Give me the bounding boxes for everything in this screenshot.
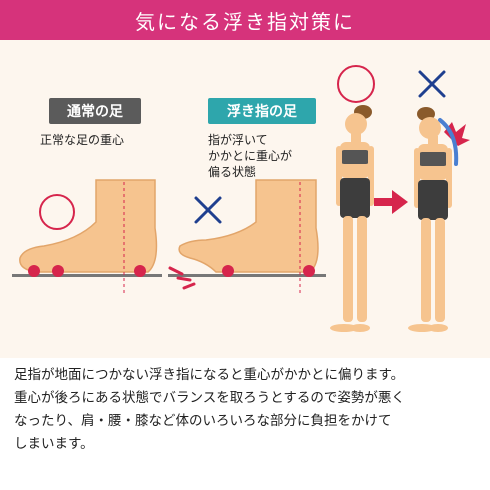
floating-toe-illustration	[168, 179, 326, 296]
floor-line	[168, 274, 326, 277]
floating-toe-description-line: 指が浮いて	[208, 133, 268, 147]
explanation-line: しまいます。	[14, 436, 94, 452]
illustration-panel	[0, 40, 490, 358]
normal-foot-description: 正常な足の重心	[40, 133, 125, 147]
strain-curve	[438, 118, 459, 166]
normal-foot-label: 通常の足	[49, 98, 141, 124]
circle-mark-icon	[39, 194, 75, 230]
explanation-line: 足指が地面につかない浮き指になると重心がかかとに偏ります。	[14, 367, 405, 383]
pressure-point	[52, 265, 64, 277]
floating-toe-label: 浮き指の足	[208, 98, 316, 124]
foot	[330, 324, 358, 332]
header-banner: 気になる浮き指対策に	[0, 0, 490, 40]
head	[419, 117, 441, 139]
foot	[350, 324, 370, 332]
normal-foot-shape	[19, 179, 158, 273]
leg	[435, 218, 445, 322]
floating-toe-description-line: かかとに重心が	[208, 149, 293, 163]
floating-toe-strain-icon	[168, 266, 196, 290]
bad-posture-figure	[408, 70, 470, 332]
explanation-line: なったり、肩・腰・膝など体のいろいろな部分に負担をかけて	[14, 413, 392, 429]
pressure-point	[134, 265, 146, 277]
pressure-point	[222, 265, 234, 277]
good-posture-figure	[330, 65, 375, 332]
floating-foot-shape	[178, 179, 319, 273]
circle-mark-icon	[337, 65, 375, 103]
leg	[343, 216, 353, 322]
leg	[421, 218, 431, 322]
leg	[357, 216, 367, 322]
head	[345, 113, 367, 135]
foot	[428, 324, 448, 332]
pressure-point	[28, 265, 40, 277]
sports-top	[341, 150, 369, 164]
shorts	[418, 180, 448, 220]
pain-spark-icon	[444, 122, 470, 146]
cross-mark-icon	[194, 196, 222, 224]
pressure-point	[303, 265, 315, 277]
right-arrow-icon	[374, 190, 408, 214]
floor-line	[12, 274, 162, 277]
page-title: 気になる浮き指対策に	[135, 9, 355, 34]
cross-mark-icon	[418, 70, 446, 98]
explanation-line: 重心が後ろにある状態でバランスを取ろうとするので姿勢が悪く	[14, 390, 405, 406]
sports-top	[419, 152, 447, 166]
shorts	[340, 178, 370, 218]
foot	[408, 324, 436, 332]
floating-toe-description: 指が浮いて かかとに重心が 偏る状態	[208, 132, 328, 180]
neck	[428, 136, 438, 146]
normal-foot-illustration	[12, 179, 162, 296]
floating-toe-description-line: 偏る状態	[208, 165, 257, 179]
neck	[351, 133, 361, 143]
explanation-text: 足指が地面につかない浮き指になると重心がかかとに偏ります。 重心が後ろにある状態…	[14, 364, 480, 456]
